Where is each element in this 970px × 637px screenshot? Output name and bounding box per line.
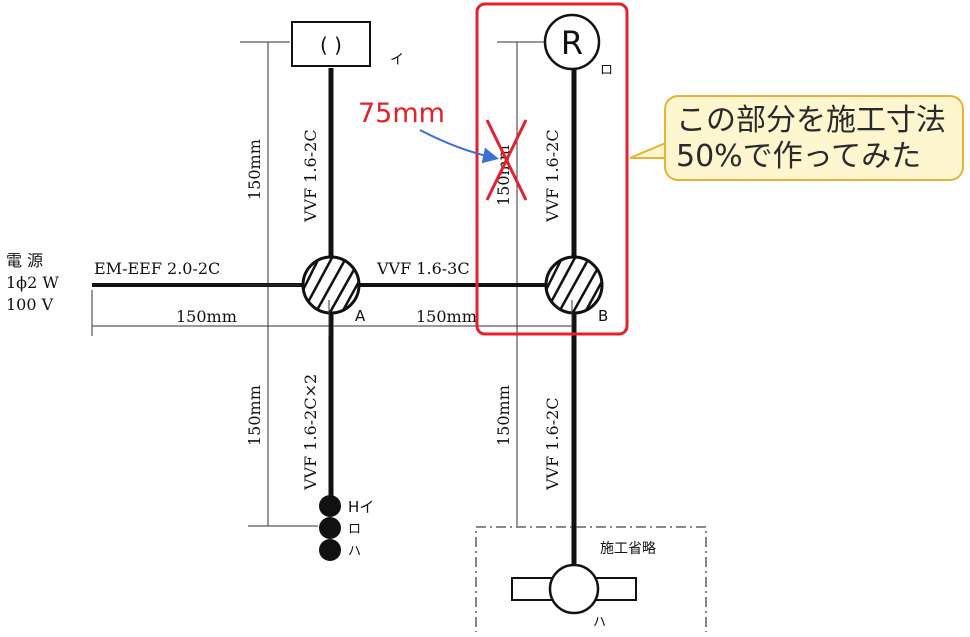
- omitted-area-box: [475, 526, 707, 637]
- power-source-line2: 1ϕ2 W: [6, 273, 59, 292]
- callout-line-1: この部分を施工寸法: [676, 103, 946, 138]
- junction-b-label: B: [598, 307, 608, 325]
- light-fixture-i: [291, 21, 371, 67]
- dim-a-down: 150mm: [245, 385, 264, 446]
- cable-branch-b-up: VVF 1.6-2C: [543, 129, 562, 223]
- receptacle-symbol: R: [561, 24, 583, 62]
- power-source-line3: 100 V: [6, 295, 54, 314]
- light-fixture-i-label: イ: [390, 52, 404, 68]
- omitted-area-label: 施工省略: [600, 541, 656, 557]
- dim-b-down: 150mm: [494, 385, 513, 446]
- junction-box-b: [544, 255, 604, 315]
- cable-branch-b-down: VVF 1.6-2C: [543, 397, 562, 491]
- highlight-frame: [475, 2, 629, 336]
- dim-source-to-a: 150mm: [176, 307, 237, 326]
- switch-ha: [319, 539, 341, 561]
- cable-a-to-b: VVF 1.6-3C: [376, 259, 470, 278]
- light-fixture-i-symbol: ( ): [320, 33, 342, 57]
- dim-a-up: 150mm: [245, 139, 264, 200]
- junction-box-a: [301, 255, 361, 315]
- dimension-lines: [91, 41, 573, 527]
- cable-branch-a-down: VVF 1.6-2C×2: [301, 374, 320, 491]
- cable-main-feed: EM-EEF 2.0-2C: [94, 259, 220, 278]
- callout-box: この部分を施工寸法 50%で作ってみた: [664, 95, 964, 181]
- switch-ro: [319, 517, 341, 539]
- cable-branch-a-up: VVF 1.6-2C: [301, 129, 320, 223]
- strike-mark: [485, 119, 528, 201]
- junction-a-label: A: [355, 307, 366, 325]
- switch-label-ha: ハ: [348, 544, 361, 559]
- lamp-holder-label: ハ: [593, 615, 606, 630]
- switch-label-hi: Hイ: [348, 498, 374, 516]
- dim-a-to-b: 150mm: [416, 307, 477, 326]
- switch-label-ro: ロ: [348, 522, 361, 537]
- switch-hi: [319, 495, 341, 517]
- reduced-length-label: 75mm: [358, 98, 445, 129]
- receptacle-label: ロ: [600, 63, 613, 78]
- callout-line-2: 50%で作ってみた: [676, 139, 922, 174]
- receptacle-r: [543, 13, 601, 71]
- reduced-length-arrow: [419, 129, 499, 164]
- lamp-holder-ha: [511, 563, 637, 615]
- power-source-line1: 電 源: [6, 251, 43, 270]
- callout-pointer: [629, 140, 669, 159]
